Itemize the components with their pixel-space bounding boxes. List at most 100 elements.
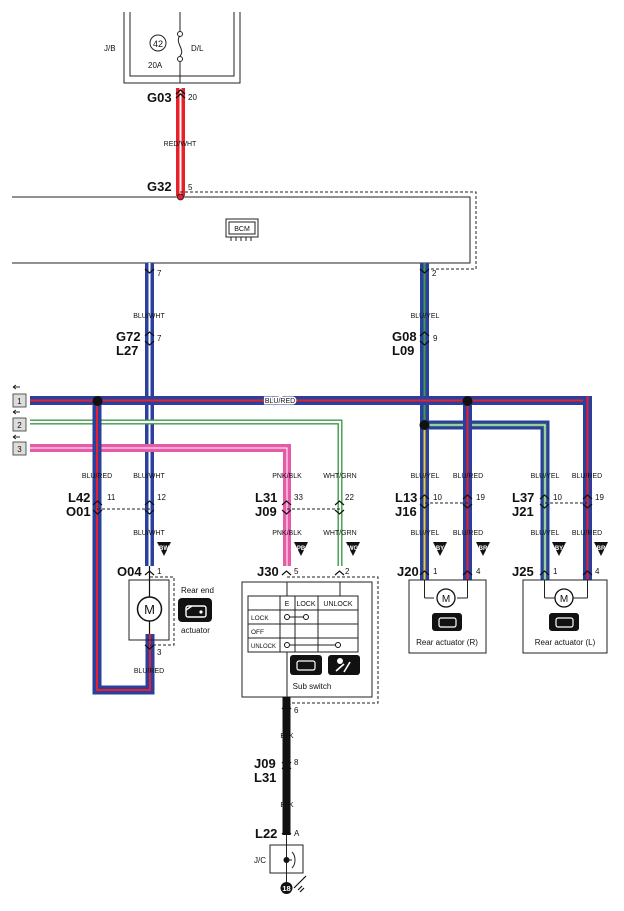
wire-blu-red-bus (30, 396, 588, 405)
wire-label-blk-2: BLK (280, 802, 294, 809)
connector-o01: O01 (66, 504, 91, 519)
switch-row-lock: LOCK (251, 615, 269, 622)
motor-icon (136, 596, 163, 622)
connector-l13: L13 (395, 490, 417, 505)
pin-g03: 20 (188, 93, 197, 102)
wire-blu-yel-j20 (420, 425, 429, 580)
ref-box-3[interactable]: 3 (12, 434, 27, 456)
svg-text:BY: BY (436, 546, 444, 552)
door-lock-icon (290, 655, 322, 675)
pin-l37-left: 10 (553, 493, 562, 502)
svg-text:1: 1 (17, 397, 22, 406)
svg-text:3: 3 (17, 445, 22, 454)
rear-actuator-l-label: Rear actuator (L) (535, 638, 596, 647)
wire-label-wht-grn-1: WHT/GRN (323, 473, 356, 480)
wire-label-blu-yel-j16: BLU/YEL (411, 473, 440, 480)
pin-j30-right: 2 (345, 567, 350, 576)
fuse-name: D/L (191, 44, 204, 53)
door-lock-icon (178, 598, 212, 622)
pin-j25-right: 4 (595, 567, 600, 576)
wire-label-blu-wht-3: BLU/WHT (133, 530, 165, 537)
switch-row-unlock: UNLOCK (251, 644, 276, 650)
wire-label-blu-yel-j21: BLU/YEL (531, 473, 560, 480)
pin-l42-left: 11 (107, 493, 116, 502)
badge-br-j25: BR (594, 542, 608, 556)
connector-l37: L37 (512, 490, 534, 505)
wire-label-blu-red-o04: BLU/RED (134, 668, 164, 675)
wire-label-pnk-blk-2: PNK/BLK (272, 530, 302, 537)
wire-label-blu-wht-2: BLU/WHT (133, 473, 165, 480)
wire-label-blu-yel-1: BLU/YEL (411, 313, 440, 320)
splice-dot (92, 396, 103, 406)
connector-g03: G03 (147, 90, 172, 105)
rear-actuator-r-label: Rear actuator (R) (416, 638, 478, 647)
connector-l42: L42 (68, 490, 90, 505)
wire-label-blu-red-l42: BLU/RED (82, 473, 112, 480)
jb-label: J/B (104, 44, 116, 53)
svg-text:M: M (144, 602, 155, 617)
pin-l42-right: 12 (157, 493, 166, 502)
badge-bw: BW (157, 542, 171, 556)
rear-end-label-1: Rear end (181, 586, 214, 595)
connector-j21: J21 (512, 504, 534, 519)
jc-label: J/C (254, 856, 266, 865)
motor-icon (554, 588, 574, 608)
ground-icon: 18 (280, 875, 307, 894)
wire-blk (282, 697, 291, 835)
connector-j16: J16 (395, 504, 417, 519)
fuse-number: 42 (153, 39, 163, 49)
rear-end-actuator: M (128, 566, 175, 646)
pin-j09b: 8 (294, 758, 299, 767)
pin-j20-left: 1 (433, 567, 438, 576)
rear-actuator-l: M (522, 579, 608, 654)
badge-pb: PB (294, 542, 308, 556)
svg-text:BR: BR (597, 546, 606, 552)
connector-l22: L22 (255, 826, 277, 841)
pin-j25-left: 1 (553, 567, 558, 576)
pin-g32: 5 (188, 183, 193, 192)
svg-text:WG: WG (348, 546, 359, 552)
wire-blu-red-o04 (92, 401, 155, 695)
splice-dot (419, 420, 430, 430)
wire-label-pnk-blk-1: PNK/BLK (272, 473, 302, 480)
badge-by-j25: BY (552, 542, 566, 556)
wire-label-bus-blu-red: BLU/RED (265, 398, 295, 405)
switch-header-e: E (285, 601, 290, 608)
pin-l22: A (294, 829, 300, 838)
wire-wht-grn-bus (30, 419, 343, 566)
pin-bcm-7: 7 (157, 269, 162, 278)
wire-blu-yel-main (420, 263, 429, 425)
svg-text:BW: BW (159, 546, 169, 552)
wire-label-blu-yel-j25: BLU/YEL (531, 530, 560, 537)
pin-j30-bottom: 6 (294, 706, 299, 715)
connector-g08: G08 (392, 329, 417, 344)
pin-g72: 7 (157, 334, 162, 343)
splice-dot (462, 396, 473, 406)
pin-l37-right: 19 (595, 493, 604, 502)
pin-g08: 9 (433, 334, 438, 343)
wire-label-red-wht: RED/WHT (164, 141, 197, 148)
wire-blu-red-j20 (463, 401, 472, 580)
svg-text:2: 2 (17, 421, 22, 430)
connector-j20: J20 (397, 564, 419, 579)
bcm-module: BCM (12, 191, 477, 270)
badge-by-j20: BY (433, 542, 447, 556)
connector-l27: L27 (116, 343, 138, 358)
ref-box-1[interactable]: 1 (12, 384, 27, 408)
switch-row-off: OFF (251, 629, 264, 636)
svg-text:M: M (442, 594, 450, 605)
svg-text:BR: BR (479, 546, 488, 552)
wire-red-wht (176, 88, 185, 196)
pin-j20-right: 4 (476, 567, 481, 576)
svg-text:BY: BY (555, 546, 563, 552)
connector-symbol (175, 89, 186, 99)
ref-box-2[interactable]: 2 (12, 409, 27, 432)
door-lock-icon (432, 613, 462, 631)
sub-switch-label: Sub switch (293, 682, 332, 691)
connector-j09b: J09 (254, 756, 276, 771)
fuse-icon (177, 31, 183, 37)
switch-header-lock: LOCK (296, 601, 315, 608)
connector-g32: G32 (147, 179, 172, 194)
motor-icon (436, 588, 456, 608)
